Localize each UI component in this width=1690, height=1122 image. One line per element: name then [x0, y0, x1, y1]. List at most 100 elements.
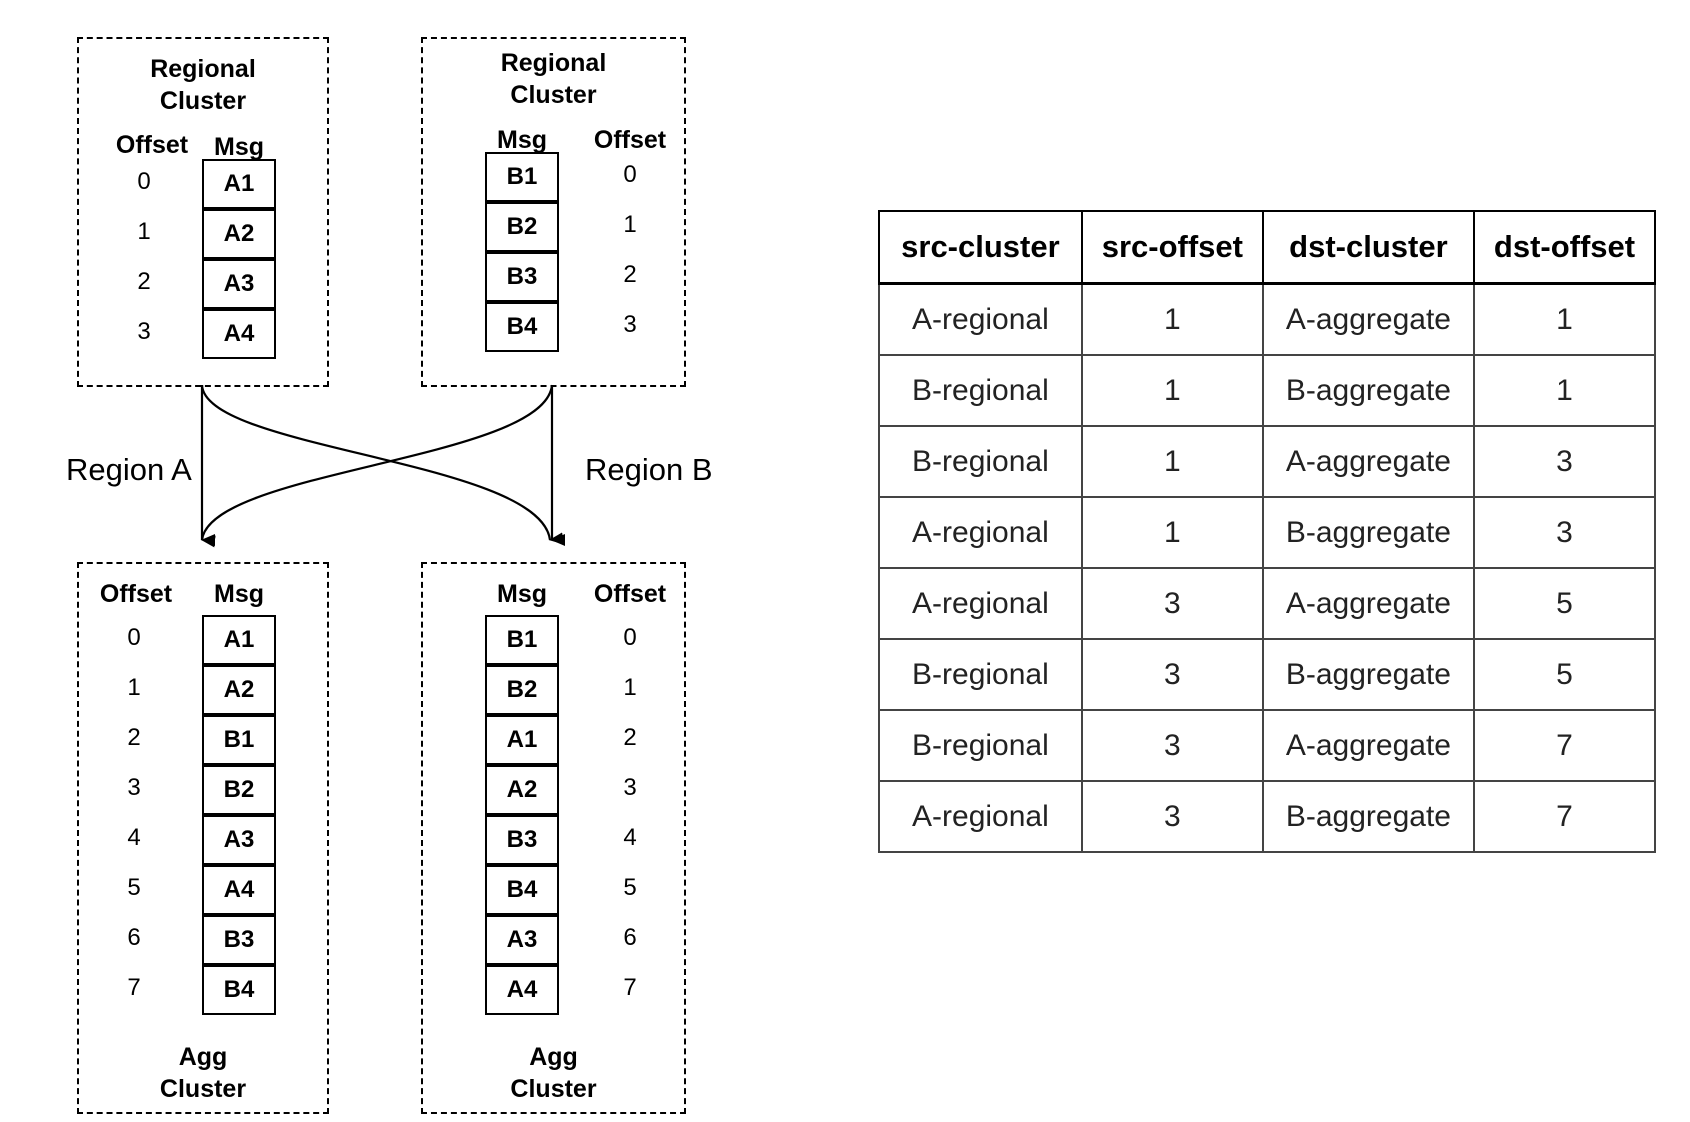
- arrow-b-regional-to-a-agg: [200, 384, 554, 548]
- offset-value: 3: [623, 774, 637, 801]
- table-cell: B-regional: [878, 709, 1083, 782]
- msg-cell: B4: [202, 965, 276, 1015]
- msg-cell: B3: [485, 252, 559, 302]
- table-cell: 5: [1473, 567, 1656, 640]
- offset-value: 4: [623, 824, 637, 851]
- table-cell: 1: [1473, 282, 1656, 356]
- table-cell: 1: [1080, 282, 1264, 356]
- offset-value: 2: [623, 724, 637, 751]
- msg-cell: A1: [485, 715, 559, 765]
- msg-cell: B4: [485, 865, 559, 915]
- cluster-title-line2: Cluster: [159, 87, 247, 115]
- table-cell: 3: [1473, 425, 1656, 498]
- column-header: src-cluster: [878, 210, 1083, 285]
- table-cell: A-regional: [878, 567, 1083, 640]
- column-header: dst-offset: [1473, 210, 1656, 285]
- table-cell: 5: [1473, 638, 1656, 711]
- offset-value: 6: [127, 924, 141, 951]
- offset-header: Offset: [99, 580, 173, 608]
- table-cell: A-regional: [878, 780, 1083, 853]
- cluster-title-line2: Cluster: [159, 1075, 247, 1103]
- offset-value: 7: [623, 974, 637, 1001]
- cluster-title-line2: Cluster: [510, 81, 597, 109]
- offset-value: 5: [127, 874, 141, 901]
- msg-cell: B2: [485, 202, 559, 252]
- offset-value: 3: [137, 318, 151, 345]
- msg-cell: A3: [485, 915, 559, 965]
- offset-value: 2: [127, 724, 141, 751]
- table-cell: 3: [1080, 780, 1264, 853]
- table-cell: 7: [1473, 780, 1656, 853]
- table-cell: A-aggregate: [1261, 425, 1476, 498]
- msg-cell: B2: [485, 665, 559, 715]
- offset-value: 0: [623, 624, 637, 651]
- table-cell: A-aggregate: [1261, 709, 1476, 782]
- msg-cell: B3: [202, 915, 276, 965]
- region-a-label: Region A: [66, 452, 192, 487]
- msg-cell: A2: [202, 665, 276, 715]
- table-cell: B-regional: [878, 638, 1083, 711]
- column-header: src-offset: [1080, 210, 1264, 285]
- table-cell: B-aggregate: [1261, 780, 1476, 853]
- table-cell: B-aggregate: [1261, 638, 1476, 711]
- msg-cell: B2: [202, 765, 276, 815]
- table-cell: B-aggregate: [1261, 496, 1476, 569]
- msg-cell: A1: [202, 615, 276, 665]
- msg-cell: B3: [485, 815, 559, 865]
- offset-value: 4: [127, 824, 141, 851]
- msg-header: Msg: [497, 580, 547, 608]
- offset-value: 2: [137, 268, 151, 295]
- table-cell: 3: [1473, 496, 1656, 569]
- msg-header: Msg: [214, 133, 264, 161]
- msg-cell: B1: [485, 615, 559, 665]
- offset-value: 2: [623, 261, 637, 288]
- msg-cell: A3: [202, 259, 276, 309]
- table-cell: A-regional: [878, 496, 1083, 569]
- msg-cell: A2: [202, 209, 276, 259]
- table-cell: A-regional: [878, 282, 1083, 356]
- offset-value: 1: [127, 674, 141, 701]
- offset-value: 5: [623, 874, 637, 901]
- region-b-label: Region B: [585, 452, 713, 487]
- offset-header: Offset: [593, 126, 667, 154]
- offset-value: 0: [137, 168, 151, 195]
- msg-cell: B1: [485, 152, 559, 202]
- offset-value: 6: [623, 924, 637, 951]
- table-cell: A-aggregate: [1261, 567, 1476, 640]
- table-cell: 1: [1080, 354, 1264, 427]
- table-cell: 1: [1473, 354, 1656, 427]
- msg-header: Msg: [497, 126, 547, 154]
- msg-cell: B4: [485, 302, 559, 352]
- cluster-title-line1: Agg: [529, 1043, 578, 1071]
- table-cell: B-regional: [878, 425, 1083, 498]
- cluster-title-line1: Regional: [150, 55, 256, 83]
- msg-header: Msg: [214, 580, 264, 608]
- cluster-title-line1: Regional: [500, 49, 607, 77]
- offset-header: Offset: [115, 131, 189, 159]
- cluster-title-line2: Cluster: [510, 1075, 597, 1103]
- msg-cell: A4: [485, 965, 559, 1015]
- offset-value: 1: [623, 211, 637, 238]
- offset-value: 0: [127, 624, 141, 651]
- table-cell: 3: [1080, 567, 1264, 640]
- table-cell: 3: [1080, 638, 1264, 711]
- offset-value: 3: [127, 774, 141, 801]
- msg-cell: A1: [202, 159, 276, 209]
- offset-value: 1: [623, 674, 637, 701]
- msg-cell: A2: [485, 765, 559, 815]
- table-cell: 1: [1080, 496, 1264, 569]
- offset-value: 0: [623, 161, 637, 188]
- table-cell: 3: [1080, 709, 1264, 782]
- column-header: dst-cluster: [1261, 210, 1476, 285]
